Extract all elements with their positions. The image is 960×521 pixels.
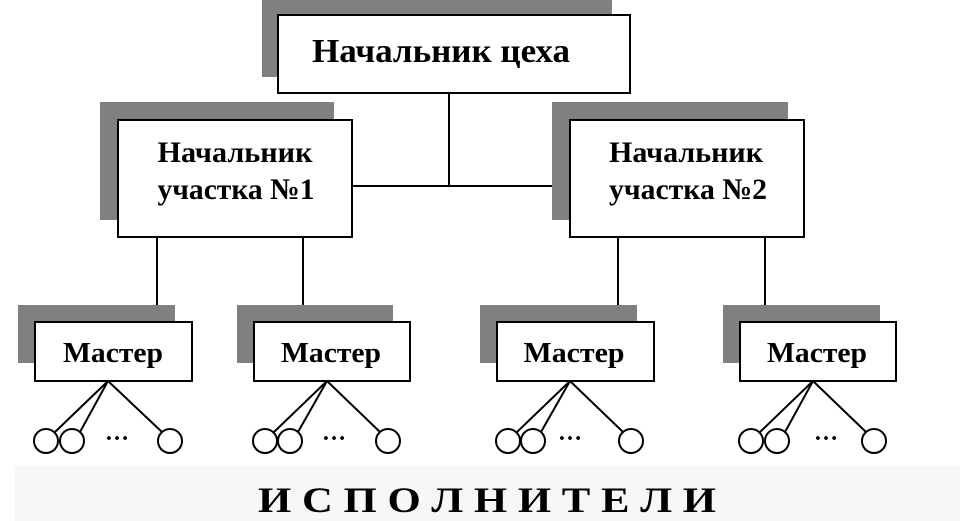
section-label-line2: участка №2 <box>609 173 767 206</box>
more-performers-ellipsis: … <box>105 420 129 446</box>
performer-circle <box>618 428 644 454</box>
performer-circle <box>375 428 401 454</box>
performer-circle <box>252 428 278 454</box>
section-label-line1: Начальник <box>158 136 314 169</box>
section-label-line1: Начальник <box>609 136 764 169</box>
performer-circle <box>157 428 183 454</box>
performer-circle <box>764 428 790 454</box>
node-box <box>739 321 897 382</box>
performer-circle <box>277 428 303 454</box>
master-node: Мастер … <box>18 305 193 454</box>
performers-caption: И С П О Л Н И Т Е Л И <box>258 480 716 520</box>
node-box <box>117 119 353 238</box>
more-performers-ellipsis: … <box>322 420 346 446</box>
connector-line <box>759 380 814 433</box>
performer-circle <box>861 428 887 454</box>
connector-line <box>273 380 328 433</box>
connector-line <box>326 380 381 433</box>
section-node: Начальник участка №2 <box>552 102 805 238</box>
node-box <box>34 321 193 382</box>
connector-line <box>107 380 163 433</box>
master-label: Мастер <box>524 338 625 369</box>
master-label: Мастер <box>63 338 163 369</box>
head-label: Начальник цеха <box>312 33 570 70</box>
master-label: Мастер <box>767 338 867 369</box>
master-label: Мастер <box>281 338 381 369</box>
node-box <box>496 321 655 382</box>
master-node: Мастер … <box>480 305 655 454</box>
node-box <box>569 119 805 238</box>
head-node: Начальник цеха <box>262 0 631 94</box>
connector-line <box>540 380 571 433</box>
node-box <box>253 321 411 382</box>
performer-circle <box>520 428 546 454</box>
master-node: Мастер … <box>237 305 411 454</box>
connector-line <box>79 380 109 433</box>
performer-circle <box>495 428 521 454</box>
connector-line <box>516 380 571 433</box>
more-performers-ellipsis: … <box>558 420 582 446</box>
connector-line <box>569 380 624 433</box>
master-node: Мастер … <box>723 305 897 454</box>
node-box <box>277 14 631 94</box>
section-node: Начальник участка №1 <box>100 102 353 238</box>
connector-line <box>54 380 109 433</box>
performer-circle <box>33 428 59 454</box>
section-label-line2: участка №1 <box>158 173 315 206</box>
more-performers-ellipsis: … <box>814 420 838 446</box>
performer-circle <box>59 428 85 454</box>
connector-line <box>784 380 814 433</box>
connector-line <box>812 380 867 433</box>
footer-band <box>15 466 960 521</box>
performer-circle <box>738 428 764 454</box>
connector-line <box>297 380 328 433</box>
